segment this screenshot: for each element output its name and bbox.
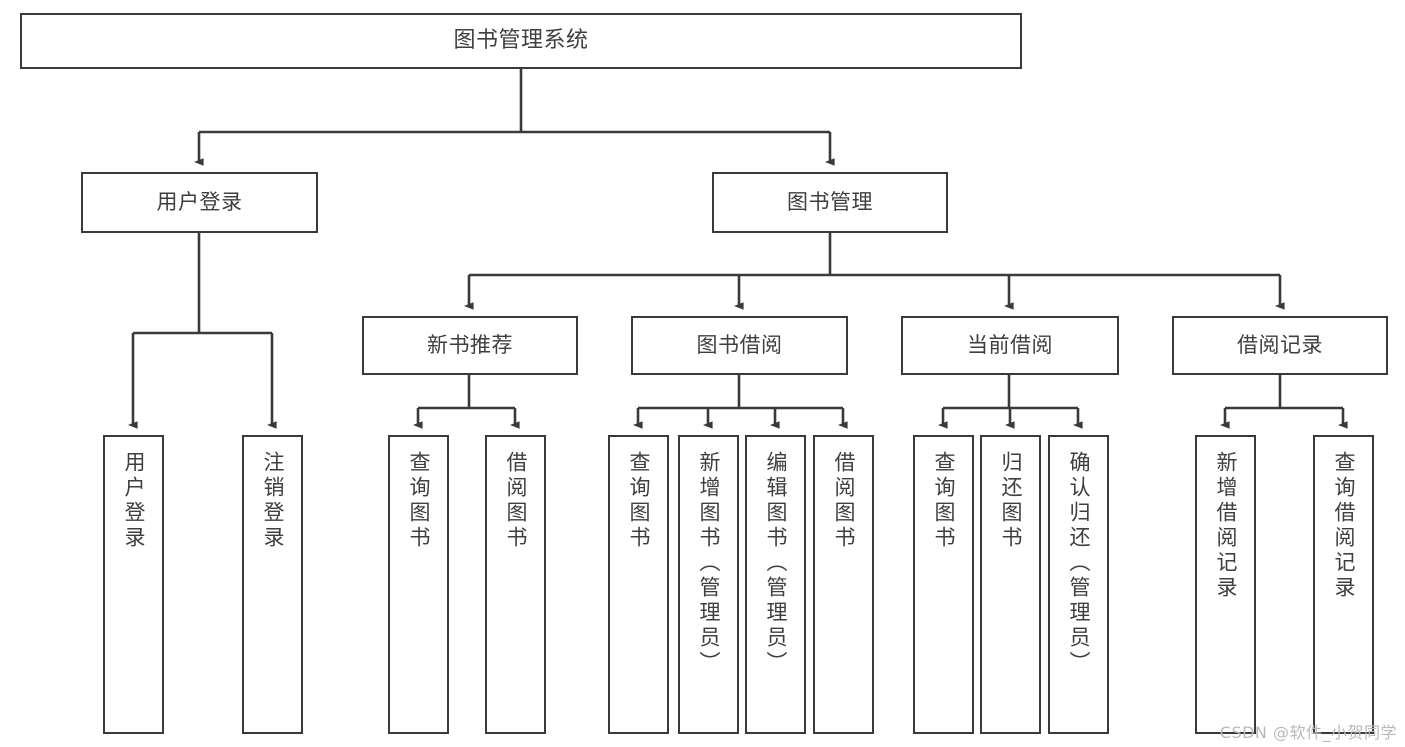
node-borrow-record[interactable]: 借阅记录 — [1172, 316, 1388, 375]
node-leaf-add-borrow-record-label: 新增借阅记录 — [1214, 451, 1238, 601]
node-leaf-user-login-label: 用户登录 — [122, 451, 146, 551]
node-new-book-recommendation[interactable]: 新书推荐 — [362, 316, 578, 375]
node-new-book-recommendation-label: 新书推荐 — [427, 333, 513, 358]
node-leaf-query-book-3[interactable]: 查询图书 — [913, 435, 974, 734]
node-user-login-label: 用户登录 — [156, 190, 243, 215]
node-leaf-confirm-return[interactable]: 确认归还（管理员） — [1048, 435, 1109, 734]
node-leaf-edit-book-label: 编辑图书（管理员） — [764, 451, 788, 676]
node-leaf-query-book-2-label: 查询图书 — [627, 451, 651, 551]
node-leaf-logout[interactable]: 注销登录 — [242, 435, 303, 734]
node-user-login[interactable]: 用户登录 — [81, 172, 318, 233]
node-root-label: 图书管理系统 — [453, 28, 589, 54]
node-leaf-query-book-2[interactable]: 查询图书 — [608, 435, 669, 734]
node-leaf-add-book-label: 新增图书（管理员） — [697, 451, 721, 676]
node-leaf-query-book-1-label: 查询图书 — [407, 451, 431, 551]
node-leaf-add-book[interactable]: 新增图书（管理员） — [678, 435, 739, 734]
node-book-manage[interactable]: 图书管理 — [712, 172, 948, 233]
node-leaf-edit-book[interactable]: 编辑图书（管理员） — [745, 435, 806, 734]
node-leaf-return-book[interactable]: 归还图书 — [980, 435, 1041, 734]
node-leaf-query-borrow-record-label: 查询借阅记录 — [1332, 451, 1356, 601]
node-current-borrow-label: 当前借阅 — [967, 333, 1053, 358]
node-leaf-query-book-3-label: 查询图书 — [932, 451, 956, 551]
node-book-manage-label: 图书管理 — [787, 190, 873, 215]
node-leaf-query-book-1[interactable]: 查询图书 — [388, 435, 449, 734]
node-leaf-borrow-book-1-label: 借阅图书 — [504, 451, 528, 551]
node-leaf-user-login[interactable]: 用户登录 — [103, 435, 164, 734]
node-leaf-borrow-book-1[interactable]: 借阅图书 — [485, 435, 546, 734]
watermark: CSDN @软件_小贺同学 — [1219, 723, 1397, 742]
node-book-borrow[interactable]: 图书借阅 — [631, 316, 848, 375]
node-borrow-record-label: 借阅记录 — [1237, 333, 1323, 358]
node-current-borrow[interactable]: 当前借阅 — [901, 316, 1119, 375]
node-leaf-logout-label: 注销登录 — [261, 451, 285, 551]
node-leaf-borrow-book-2-label: 借阅图书 — [832, 451, 856, 551]
node-root[interactable]: 图书管理系统 — [20, 13, 1022, 69]
node-leaf-confirm-return-label: 确认归还（管理员） — [1067, 451, 1091, 676]
node-leaf-query-borrow-record[interactable]: 查询借阅记录 — [1313, 435, 1374, 734]
node-leaf-add-borrow-record[interactable]: 新增借阅记录 — [1195, 435, 1256, 734]
node-book-borrow-label: 图书借阅 — [696, 333, 783, 358]
node-leaf-borrow-book-2[interactable]: 借阅图书 — [813, 435, 874, 734]
node-leaf-return-book-label: 归还图书 — [999, 451, 1023, 551]
